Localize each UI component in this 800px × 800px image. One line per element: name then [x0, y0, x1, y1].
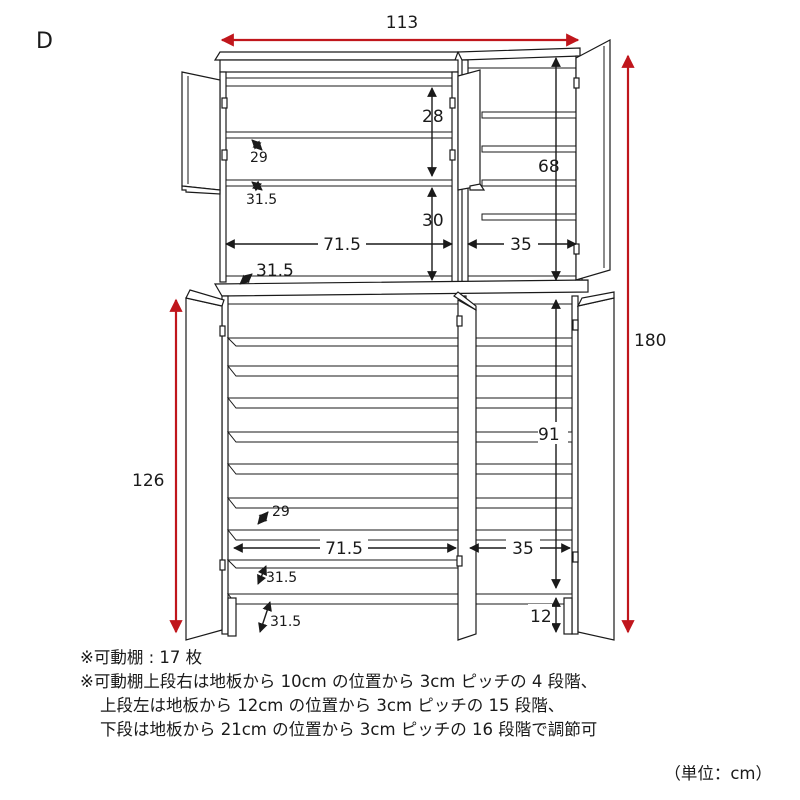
note-line-2: ※可動棚上段右は地板から 10cm の位置から 3cm ピッチの 4 段階、 [80, 672, 598, 691]
dim-lower-35: 35 [512, 539, 534, 559]
dim-upper-35: 35 [510, 235, 532, 255]
dim-lower-31-5-a: 31.5 [266, 570, 297, 586]
dim-upper-28: 28 [422, 107, 444, 127]
dim-lower-12: 12 [530, 607, 552, 627]
dim-lower-71-5: 71.5 [325, 539, 363, 559]
note-line-3: 上段左は地板から 12cm の位置から 3cm ピッチの 15 段階、 [100, 696, 565, 715]
note-line-1: ※可動棚 : 17 枚 [80, 648, 203, 667]
dim-upper-31-5-b: 31.5 [256, 261, 294, 281]
variant-label: D [36, 29, 53, 54]
dim-total-height: 180 [634, 331, 666, 351]
dim-upper-71-5: 71.5 [323, 235, 361, 255]
upper-cabinet [181, 39, 611, 297]
dim-lower-height: 126 [132, 471, 164, 491]
notes: ※可動棚 : 17 枚 ※可動棚上段右は地板から 10cm の位置から 3cm … [80, 646, 780, 742]
dim-total-width: 113 [386, 13, 418, 33]
lower-cabinet [185, 289, 615, 641]
dim-upper-29: 29 [250, 150, 268, 166]
dim-upper-30: 30 [422, 211, 444, 231]
dim-lower-91: 91 [538, 425, 560, 445]
note-line-4: 下段は地板から 21cm の位置から 3cm ピッチの 16 段階で調節可 [100, 720, 598, 739]
dim-upper-31-5-a: 31.5 [246, 192, 277, 208]
dim-lower-31-5-b: 31.5 [270, 614, 301, 630]
unit-label: （単位：cm） [664, 764, 772, 783]
dim-upper-68: 68 [538, 157, 560, 177]
dim-lower-29: 29 [272, 504, 290, 520]
